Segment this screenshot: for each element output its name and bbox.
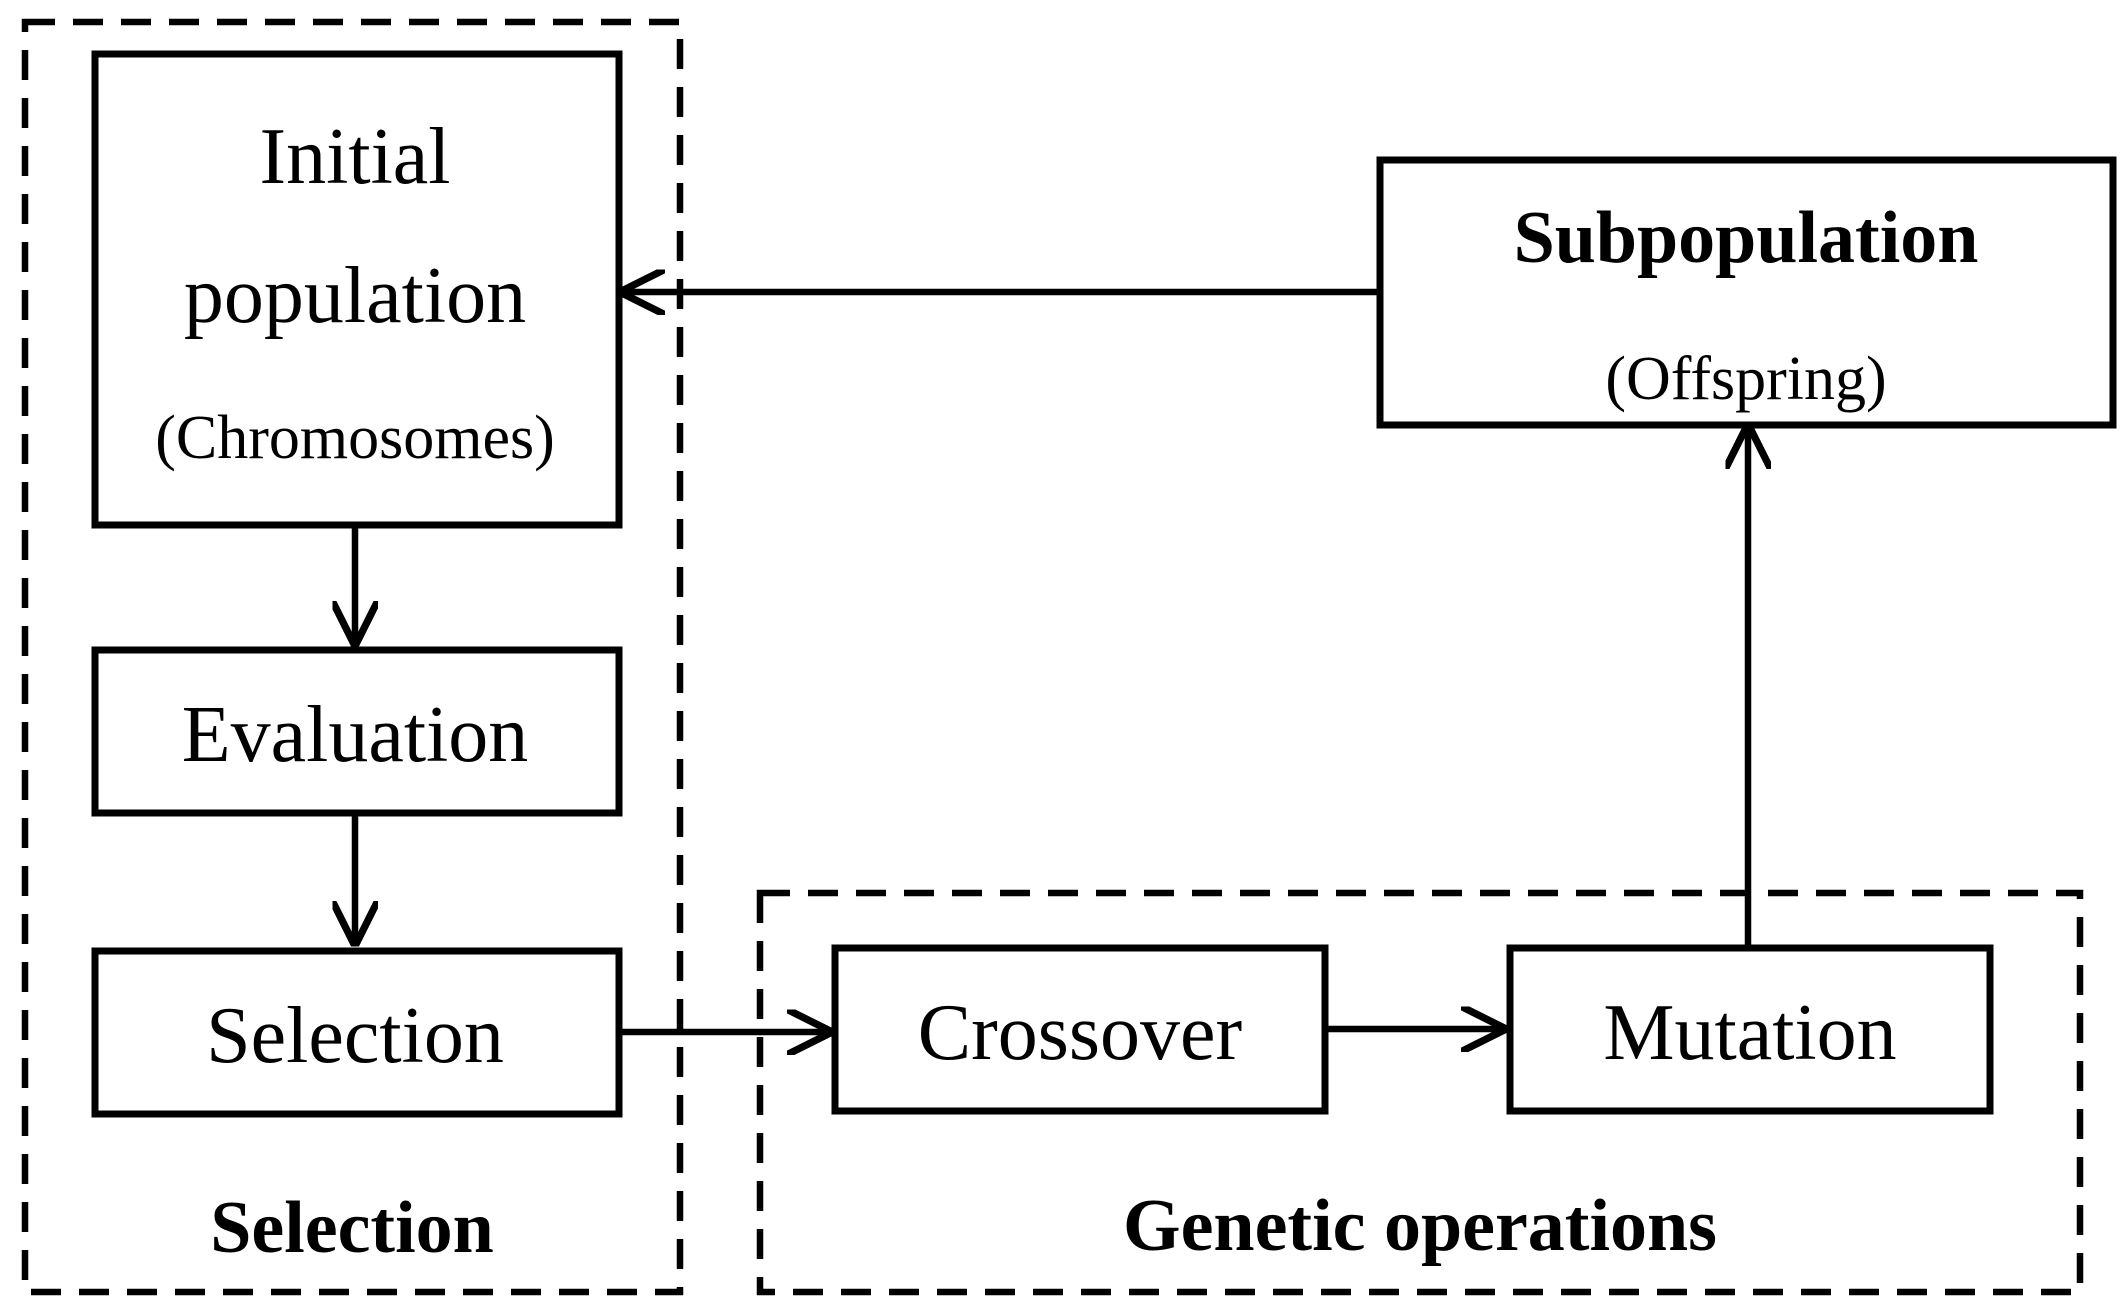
initial-population-label-line1: Initial [259, 113, 450, 201]
initial-population-node: Initial population (Chromosomes) [91, 50, 623, 529]
selection-node: Selection [91, 947, 623, 1118]
crossover-node: Crossover [831, 944, 1329, 1115]
mutation-label: Mutation [1603, 989, 1896, 1077]
subpopulation-node: Subpopulation (Offspring) [1376, 156, 2117, 429]
evaluation-label: Evaluation [182, 691, 529, 779]
genetic-operations-group-border [756, 889, 2084, 1296]
initial-population-sublabel: (Chromosomes) [155, 404, 555, 472]
selection-group-label: Selection [210, 1187, 494, 1269]
selection-label: Selection [206, 992, 504, 1080]
subpopulation-sublabel: (Offspring) [1605, 345, 1886, 413]
subpopulation-label: Subpopulation [1514, 197, 1979, 279]
evaluation-node: Evaluation [91, 646, 623, 817]
mutation-node: Mutation [1506, 944, 1994, 1115]
genetic-operations-group-label: Genetic operations [1123, 1185, 1717, 1267]
crossover-label: Crossover [918, 989, 1242, 1077]
initial-population-label-line2: population [184, 252, 526, 340]
